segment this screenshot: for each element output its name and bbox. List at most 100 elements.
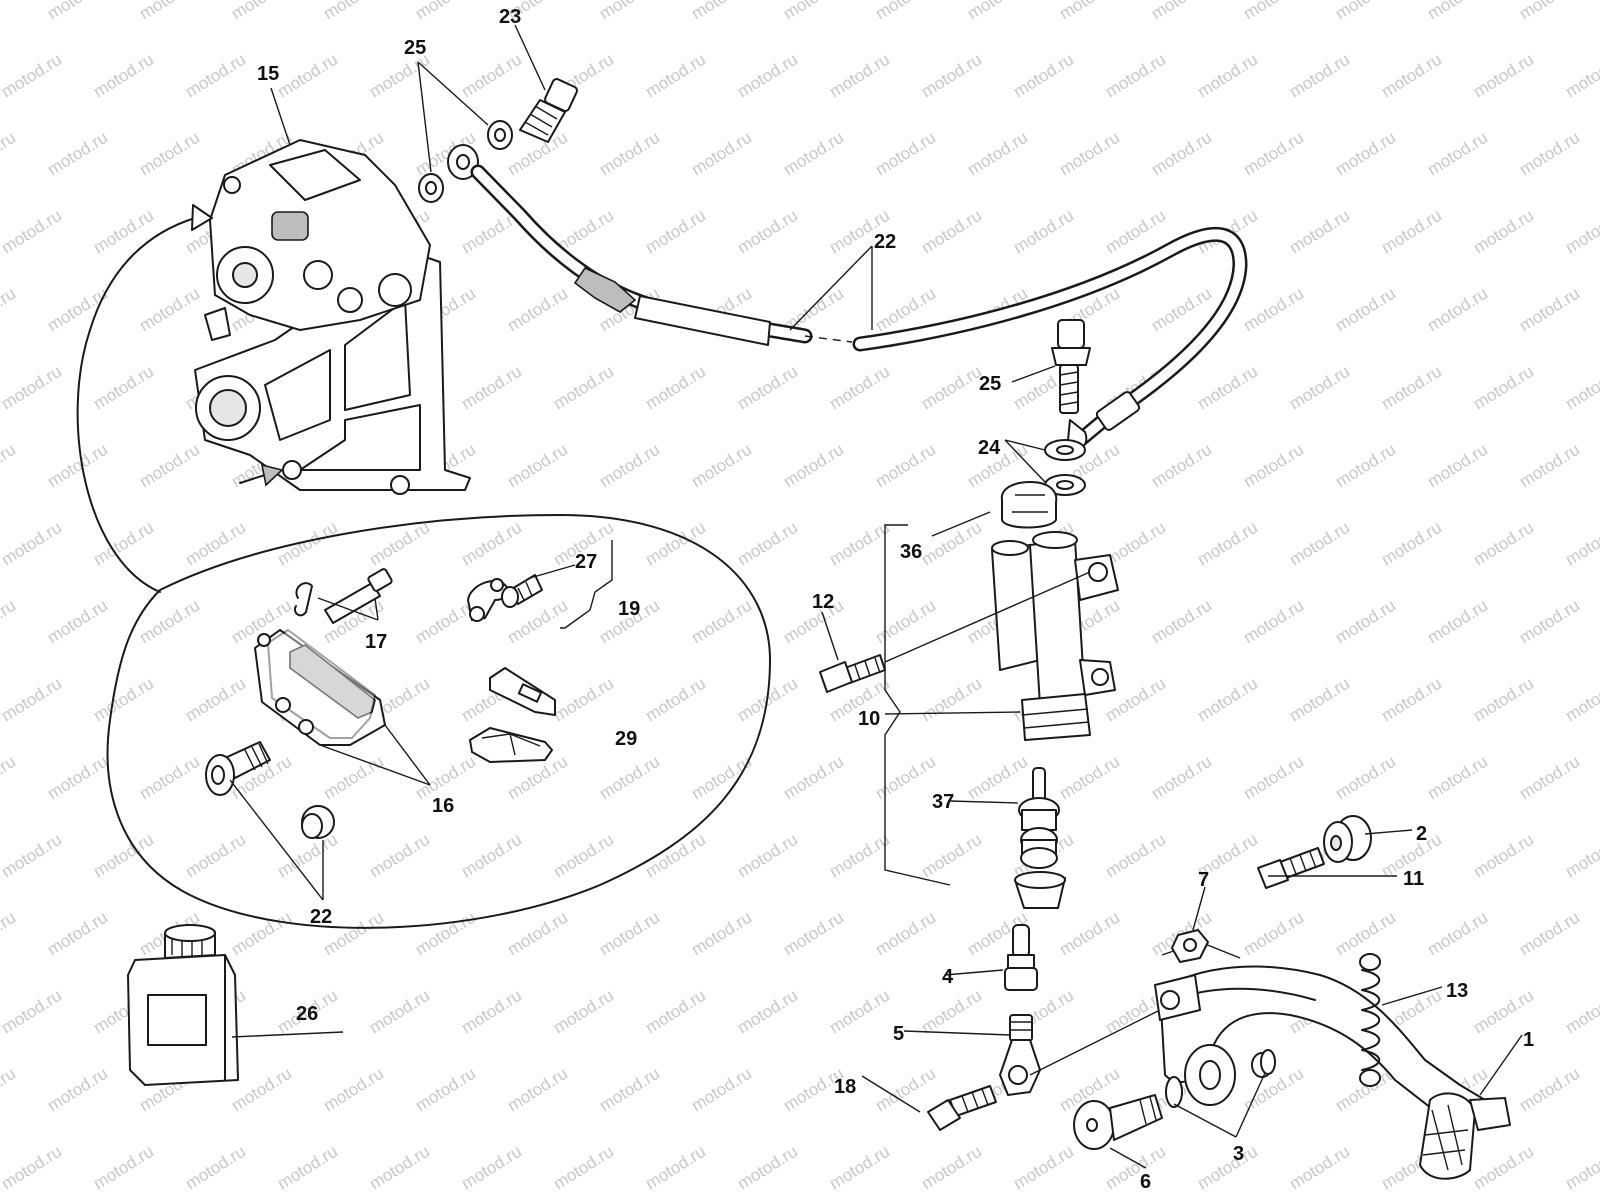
watermark-text: motod.ru	[596, 1064, 663, 1116]
clevis	[999, 1014, 1041, 1096]
watermark-text: motod.ru	[1332, 752, 1399, 804]
watermark-text: motod.ru	[1332, 908, 1399, 960]
callout-29: 27	[575, 551, 597, 573]
watermark-text: motod.ru	[964, 752, 1031, 804]
watermark-text: motod.ru	[44, 440, 111, 492]
watermark-text: motod.ru	[1286, 206, 1353, 258]
watermark-text: motod.ru	[780, 128, 847, 180]
watermark-text: motod.ru	[0, 752, 19, 804]
watermark-text: motod.ru	[1240, 752, 1307, 804]
bleeder-valve	[501, 574, 543, 608]
watermark-text: motod.ru	[1056, 128, 1123, 180]
callout-7: 7	[1198, 869, 1209, 891]
callout-16: 16	[432, 795, 454, 817]
watermark-text: motod.ru	[642, 362, 709, 414]
inset-outline	[106, 514, 771, 929]
watermark-text: motod.ru	[0, 50, 65, 102]
callout-24: 23	[499, 6, 521, 28]
callout-5: 4	[942, 966, 954, 988]
watermark-text: motod.ru	[964, 128, 1031, 180]
watermark-text: motod.ru	[596, 908, 663, 960]
watermark-text: motod.ru	[872, 596, 939, 648]
watermark-text: motod.ru	[1470, 50, 1537, 102]
watermark-text: motod.ru	[1562, 362, 1600, 414]
watermark-text: motod.ru	[826, 362, 893, 414]
watermark-text: motod.ru	[1194, 674, 1261, 726]
watermark-text: motod.ru	[1378, 206, 1445, 258]
watermark-text: motod.ru	[1562, 1142, 1600, 1194]
watermark-text: motod.ru	[688, 128, 755, 180]
watermark-text: motod.ru	[90, 206, 157, 258]
watermark-text: motod.ru	[1286, 518, 1353, 570]
callout-19: 19	[618, 598, 640, 620]
watermark-text: motod.ru	[1516, 752, 1583, 804]
callout-3: 3	[1233, 1143, 1244, 1165]
watermark-text: motod.ru	[688, 1064, 755, 1116]
watermark-text: motod.ru	[0, 206, 65, 258]
caliper-sleeve-and-boot	[205, 741, 335, 839]
watermark-text: motod.ru	[1424, 0, 1491, 23]
watermark-text: motod.ru	[826, 986, 893, 1038]
watermark-text: motod.ru	[918, 1142, 985, 1194]
brake-pads	[254, 629, 431, 786]
watermark-text: motod.ru	[1516, 908, 1583, 960]
leader-lines	[229, 24, 1523, 1169]
watermark-text: motod.ru	[0, 596, 19, 648]
watermark-text: motod.ru	[366, 986, 433, 1038]
callout-18: 18	[834, 1076, 856, 1098]
callout-13: 13	[1446, 980, 1468, 1002]
watermark-text: motod.ru	[1378, 362, 1445, 414]
pad-springs	[469, 667, 556, 763]
brake-caliper	[76, 139, 471, 593]
banjo-bolt-lower	[1051, 319, 1091, 414]
pedal-pivot-bolt	[1073, 1094, 1163, 1150]
watermark-text: motod.ru	[688, 440, 755, 492]
callout-1: 1	[1523, 1029, 1534, 1051]
pedal-stop-rubber	[1323, 815, 1372, 863]
watermark-text: motod.ru	[1424, 128, 1491, 180]
watermark-text: motod.ru	[458, 830, 525, 882]
callout-2: 2	[1416, 823, 1427, 845]
watermark-text: motod.ru	[1378, 518, 1445, 570]
watermark-text: motod.ru	[1056, 752, 1123, 804]
watermark-text: motod.ru	[0, 1064, 19, 1116]
callout-15: 15	[257, 63, 279, 85]
watermark-text: motod.ru	[1424, 596, 1491, 648]
callout-12: 12	[812, 591, 834, 613]
watermark-text: motod.ru	[872, 1064, 939, 1116]
brake-fluid-bottle	[127, 924, 239, 1086]
watermark-text: motod.ru	[458, 1142, 525, 1194]
watermark-text: motod.ru	[872, 128, 939, 180]
watermark-text: motod.ru	[1470, 1142, 1537, 1194]
sealing-washers-upper	[418, 120, 513, 203]
watermark-text: motod.ru	[320, 0, 387, 23]
watermark-text: motod.ru	[412, 908, 479, 960]
watermark-text: motod.ru	[642, 206, 709, 258]
pad-pin-and-clip	[294, 568, 393, 624]
watermark-text: motod.ru	[44, 1064, 111, 1116]
watermark-text: motod.ru	[182, 518, 249, 570]
bracket-bleeder-group	[560, 540, 613, 629]
watermark-text: motod.ru	[826, 830, 893, 882]
watermark-text: motod.ru	[504, 908, 571, 960]
watermark-text: motod.ru	[136, 440, 203, 492]
watermark-text: motod.ru	[1470, 518, 1537, 570]
callout-4: 6	[1140, 1171, 1151, 1193]
watermark-text: motod.ru	[1286, 1142, 1353, 1194]
watermark-text: motod.ru	[1424, 284, 1491, 336]
sealing-washers-lower	[1044, 439, 1086, 496]
watermark-text: motod.ru	[1424, 440, 1491, 492]
brake-pedal	[1154, 965, 1511, 1180]
watermark-text: motod.ru	[274, 50, 341, 102]
watermark-text: motod.ru	[734, 986, 801, 1038]
pedal-nut	[1171, 929, 1209, 963]
return-spring	[1359, 953, 1381, 1087]
watermark-text: motod.ru	[1148, 440, 1215, 492]
watermark-text: motod.ru	[1470, 206, 1537, 258]
callout-11: 11	[1403, 868, 1424, 890]
clevis-bolt	[927, 1085, 997, 1131]
watermark-text: motod.ru	[550, 1142, 617, 1194]
watermark-text: motod.ru	[1286, 362, 1353, 414]
master-cylinder-piston	[1018, 767, 1060, 869]
watermark-text: motod.ru	[1056, 908, 1123, 960]
